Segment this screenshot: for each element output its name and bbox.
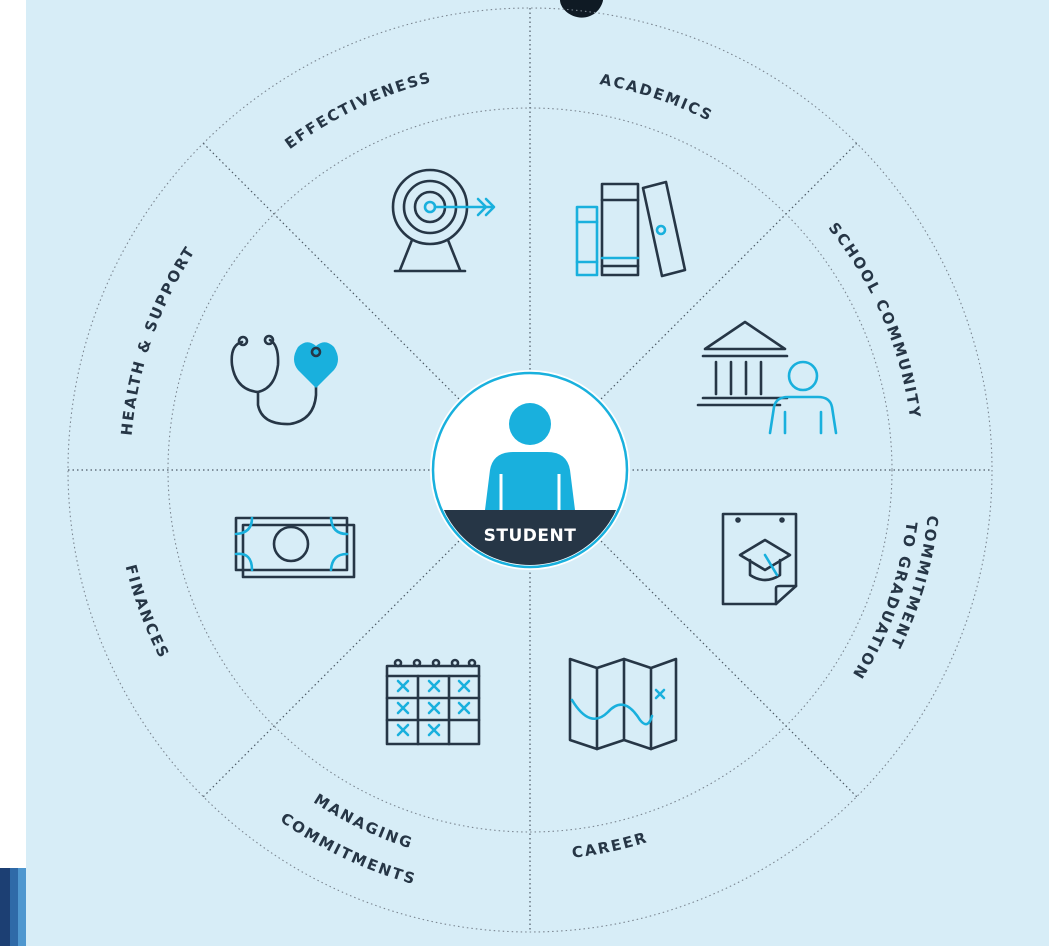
logo-fragment — [0, 868, 26, 946]
cropped-title-fragment — [560, 0, 603, 18]
student-person-icon — [485, 403, 575, 510]
outer-ring — [67, 7, 993, 933]
stethoscope-heart-icon — [230, 334, 338, 426]
banknote-icon — [234, 516, 356, 579]
building-person-icon — [696, 320, 838, 435]
inner-ring — [167, 107, 893, 833]
graduation-cap-note-icon — [721, 512, 798, 606]
calendar-icon — [385, 658, 481, 746]
map-icon — [568, 657, 678, 751]
student-center: STUDENT — [430, 370, 630, 570]
target-arrow-icon — [391, 168, 496, 273]
student-label: STUDENT — [484, 526, 577, 546]
top-left-white-corner — [0, 0, 26, 946]
books-icon — [575, 180, 687, 278]
